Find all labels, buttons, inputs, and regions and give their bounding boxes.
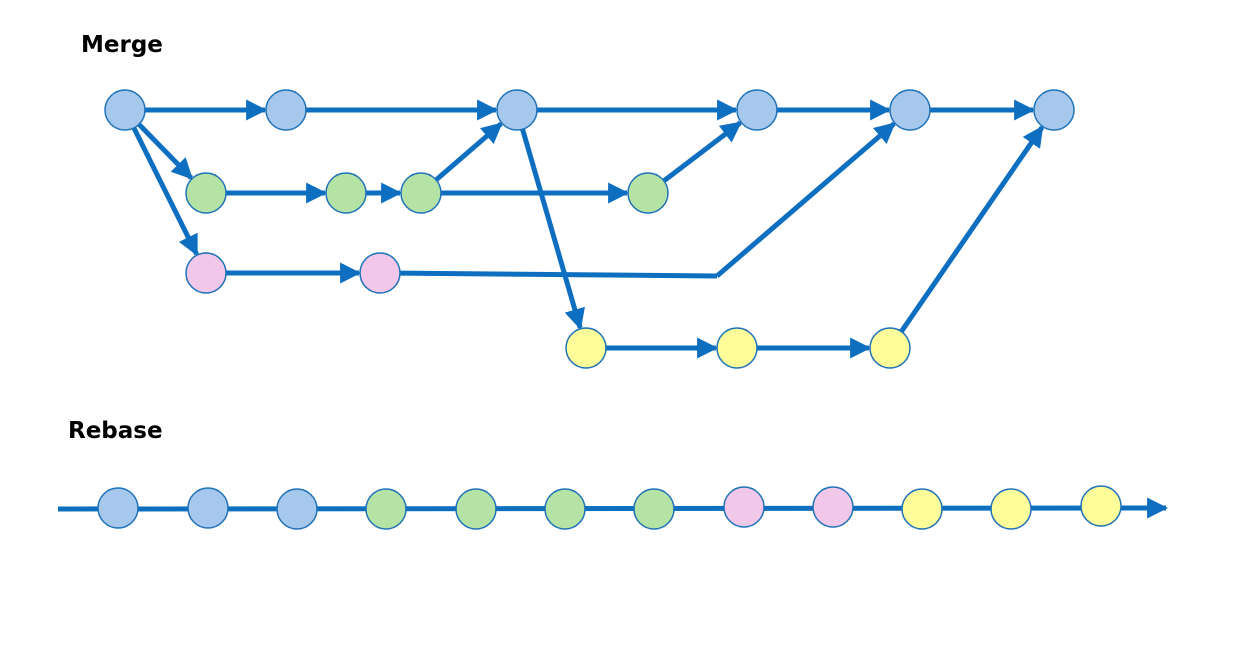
commit-feature_green-2 (325, 172, 367, 214)
rebase-title: Rebase (68, 418, 163, 444)
edge-merge-pink (715, 121, 896, 278)
commit-main-6 (1033, 89, 1075, 131)
rebase-commit-4 (365, 488, 407, 530)
edge-merge-green-1 (434, 121, 503, 182)
merge-title: Merge (81, 32, 163, 58)
rebase-commit-3 (276, 488, 318, 530)
rebase-line (57, 497, 1169, 519)
rebase-commit-1 (97, 487, 139, 529)
edge-merge-yellow (899, 125, 1045, 333)
commit-main-4 (736, 89, 778, 131)
commit-feature_green-1 (185, 172, 227, 214)
commit-main-2 (265, 89, 307, 131)
commit-main-5 (889, 89, 931, 131)
commit-nodes (97, 89, 1122, 530)
edge-pink-long (399, 270, 718, 279)
rebase-arrow-line (57, 497, 1169, 519)
rebase-commit-11 (990, 488, 1032, 530)
edge-branch-pink (131, 126, 199, 257)
rebase-commit-2 (187, 487, 229, 529)
commit-main-3 (496, 89, 538, 131)
rebase-commit-5 (455, 488, 497, 530)
merge-edges (131, 99, 1045, 359)
commit-main-1 (104, 89, 146, 131)
rebase-commit-6 (544, 488, 586, 530)
edge-branch-green (137, 122, 194, 180)
commit-feature_pink-1 (185, 252, 227, 294)
commit-feature_yellow-1 (565, 327, 607, 369)
commit-feature_pink-2 (359, 252, 401, 294)
rebase-commit-10 (901, 488, 943, 530)
commit-feature_green-4 (627, 172, 669, 214)
rebase-commit-7 (633, 488, 675, 530)
commit-feature_yellow-2 (716, 327, 758, 369)
commit-feature_yellow-3 (869, 327, 911, 369)
edge-merge-green-2 (662, 120, 742, 183)
rebase-commit-9 (812, 486, 854, 528)
edge-branch-yellow (520, 128, 585, 330)
commit-feature_green-3 (400, 172, 442, 214)
rebase-commit-8 (723, 486, 765, 528)
rebase-commit-12 (1080, 485, 1122, 527)
